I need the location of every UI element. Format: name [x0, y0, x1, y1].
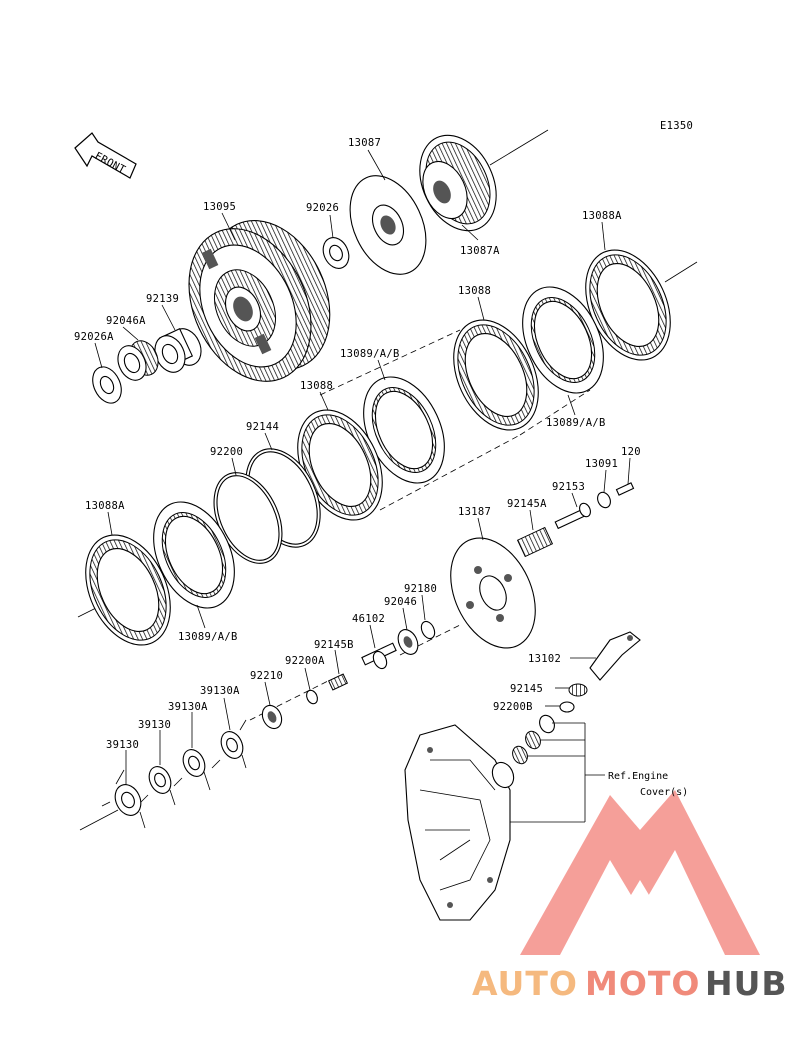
- label-92200B: 92200B: [493, 701, 533, 713]
- part-92200B-washer: [559, 701, 575, 713]
- part-39130-lockwasher-2: [101, 769, 146, 829]
- label-92026A: 92026A: [74, 331, 114, 343]
- part-92180-washer: [420, 620, 436, 640]
- part-13102-lever: [589, 631, 641, 681]
- label-13102: 13102: [528, 653, 561, 665]
- part-92046-bearing: [397, 629, 419, 655]
- part-13088A-friction-plate-top: [585, 249, 671, 361]
- part-46102-push-rod: [361, 642, 397, 670]
- watermark-logo: [520, 790, 760, 955]
- label-13089AB-left: 13089/A/B: [178, 631, 238, 643]
- part-13095-housing: [188, 220, 331, 382]
- part-13087-plate: [349, 175, 427, 275]
- part-13089-steel-plate-right: [522, 286, 604, 394]
- watermark-part1: AUTO: [472, 964, 578, 1003]
- label-46102: 46102: [352, 613, 385, 625]
- leader-lines: [94, 149, 631, 784]
- label-13187: 13187: [458, 506, 491, 518]
- front-arrow-icon: FRONT: [74, 132, 137, 179]
- part-92200-ring: [213, 472, 283, 564]
- part-92046A-bearing: [117, 340, 159, 381]
- label-92046A: 92046A: [106, 315, 146, 327]
- part-13091-washer: [597, 491, 611, 509]
- label-13091: 13091: [585, 458, 618, 470]
- part-92139-collar: [154, 328, 202, 373]
- part-92026A-washer: [92, 366, 122, 404]
- label-92144: 92144: [246, 421, 279, 433]
- reference-bracket: [510, 722, 605, 823]
- part-13089-steel-plate-left: [153, 501, 235, 609]
- label-92210: 92210: [250, 670, 283, 682]
- label-39130-2: 39130: [106, 739, 139, 751]
- label-13087A: 13087A: [460, 245, 500, 257]
- engine-cover: [404, 724, 515, 921]
- label-92180: 92180: [404, 583, 437, 595]
- label-92145A: 92145A: [507, 498, 547, 510]
- part-92145-spring: [568, 683, 588, 697]
- part-13087A-hub: [419, 134, 497, 232]
- part-92145A-spring: [516, 526, 554, 558]
- label-13089AB-right: 13089/A/B: [546, 417, 606, 429]
- label-92153: 92153: [552, 481, 585, 493]
- part-39130-lockwasher-1: [139, 766, 176, 806]
- label-13095: 13095: [203, 201, 236, 213]
- label-39130A-1: 39130A: [200, 685, 240, 697]
- label-92145B: 92145B: [314, 639, 354, 651]
- part-92210-nut: [261, 704, 283, 730]
- watermark-part2: MOTO: [585, 964, 700, 1003]
- watermark-text: AUTO MOTO HUB: [472, 964, 788, 1003]
- label-39130A-2: 39130A: [168, 701, 208, 713]
- part-13088-friction-plate-right: [453, 319, 539, 431]
- part-13088A-friction-plate-left: [85, 534, 171, 646]
- part-92145B-spring: [327, 673, 349, 691]
- part-13089-steel-plate-mid: [363, 376, 445, 484]
- label-13088-top: 13088: [458, 285, 491, 297]
- label-92026: 92026: [306, 202, 339, 214]
- cover-small-parts: [512, 714, 555, 765]
- part-92026-washer: [322, 237, 350, 269]
- label-92200A: 92200A: [285, 655, 325, 667]
- label-13089AB-mid: 13089/A/B: [340, 348, 400, 360]
- label-92139: 92139: [146, 293, 179, 305]
- part-labels: 13087 13087A 13095 92026 13088A 92139 92…: [74, 137, 688, 798]
- ref-engine-label: Ref.Engine: [608, 771, 668, 782]
- part-92200A-washer: [306, 689, 318, 705]
- label-120: 120: [621, 446, 641, 458]
- label-92200: 92200: [210, 446, 243, 458]
- diagram-code: E1350: [660, 120, 693, 132]
- label-13087: 13087: [348, 137, 381, 149]
- part-120-bolt: [615, 482, 635, 496]
- ref-cover-label: Cover(s): [640, 787, 688, 798]
- part-39130A-lockwasher-2: [173, 749, 211, 791]
- label-92145: 92145: [510, 683, 543, 695]
- label-39130-1: 39130: [138, 719, 171, 731]
- watermark-part3: HUB: [705, 964, 788, 1003]
- part-39130A-lockwasher-1: [211, 719, 247, 769]
- label-13088-mid: 13088: [300, 380, 333, 392]
- part-13187-pressure-plate: [450, 537, 536, 649]
- label-13088A-left: 13088A: [85, 500, 125, 512]
- label-13088A-top: 13088A: [582, 210, 622, 222]
- part-92153-bolt: [554, 502, 591, 530]
- label-92046: 92046: [384, 596, 417, 608]
